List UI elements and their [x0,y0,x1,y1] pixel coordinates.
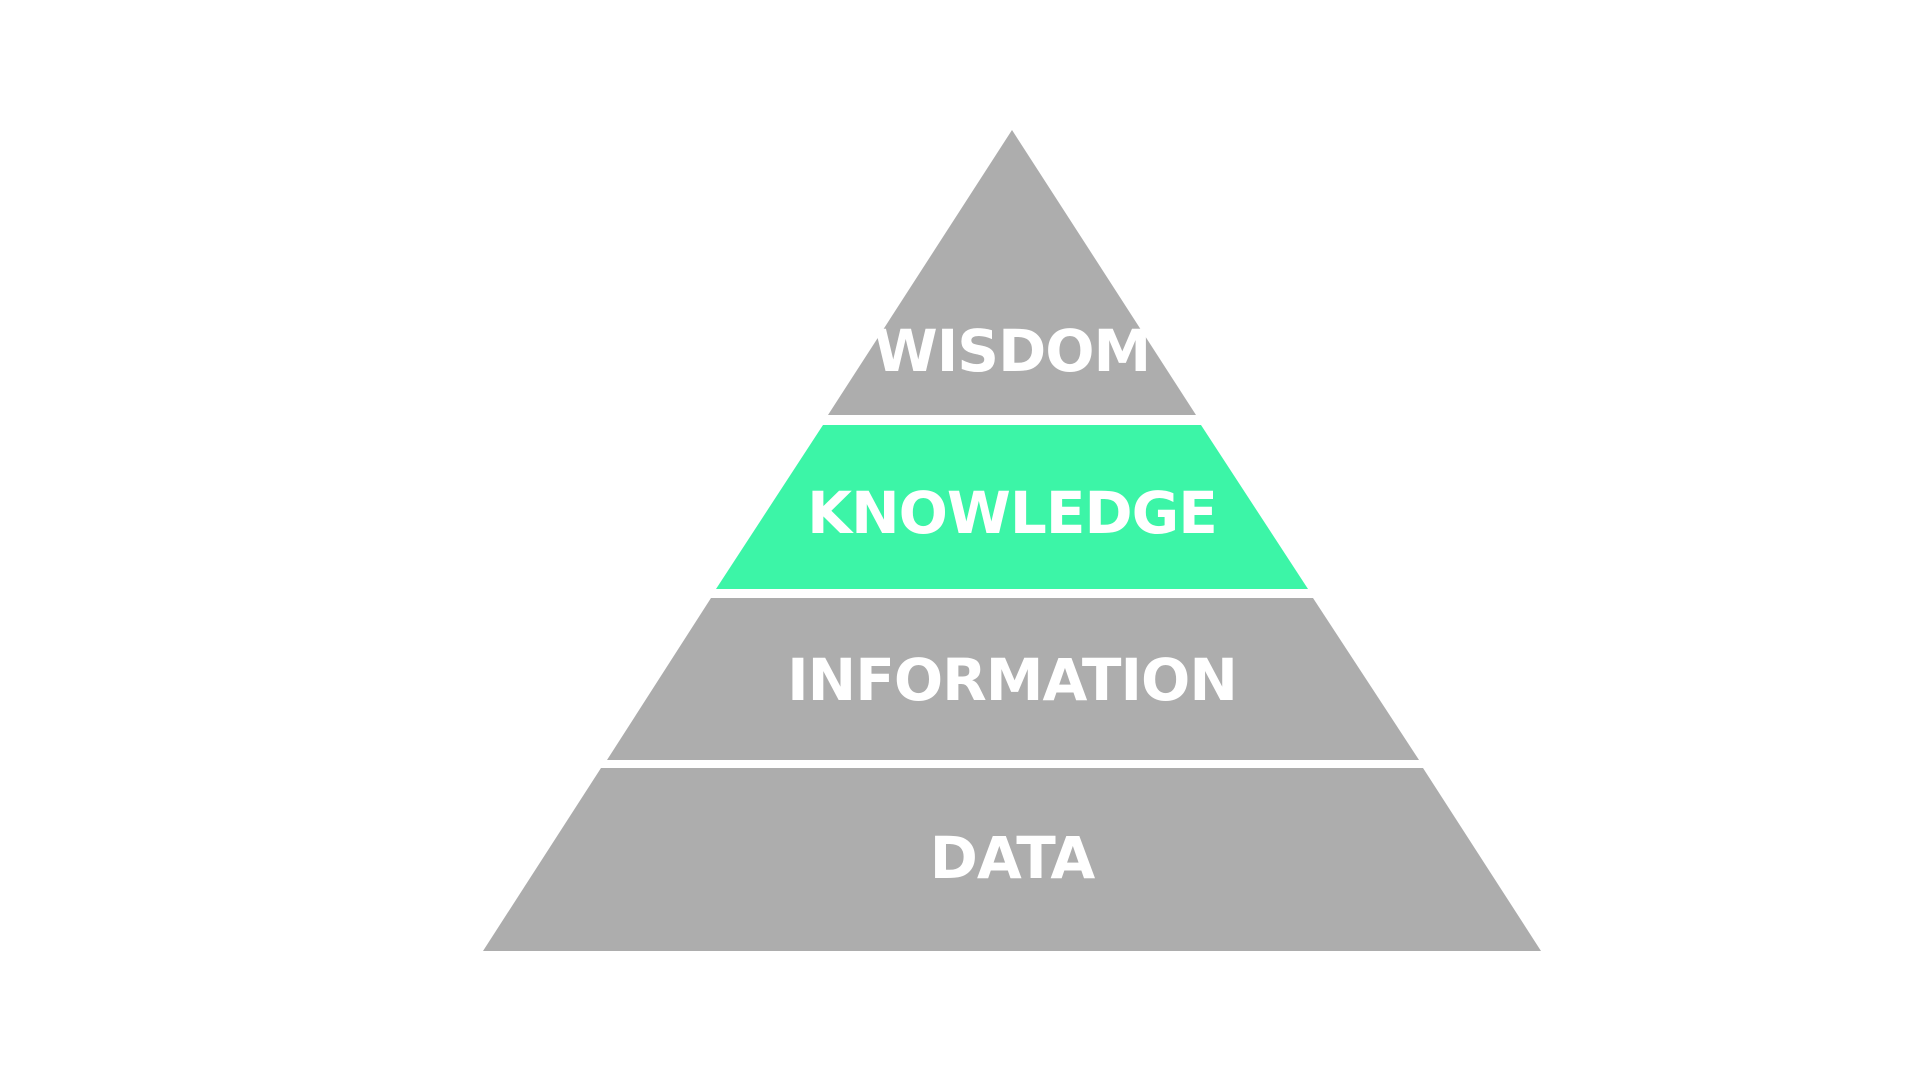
tier-knowledge-label: KNOWLEDGE [807,479,1217,547]
tier-knowledge: KNOWLEDGE [716,425,1308,589]
tier-data-shape [483,768,1541,951]
tier-information-shape [607,598,1419,760]
tier-wisdom: WISDOM [828,130,1196,415]
tier-information: INFORMATION [607,598,1419,760]
tier-information-label: INFORMATION [787,646,1237,714]
tier-data-label: DATA [930,824,1096,892]
tier-wisdom-shape [828,130,1196,415]
tier-knowledge-shape [716,425,1308,589]
tier-data: DATA [483,768,1541,951]
tier-wisdom-label: WISDOM [874,317,1151,385]
